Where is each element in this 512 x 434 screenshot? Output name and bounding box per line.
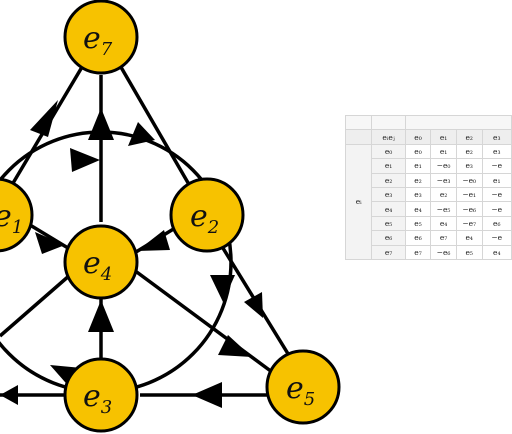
node-e2: e2 (169, 177, 245, 253)
table-cell: −e₇ (455, 215, 483, 232)
svg-text:e2: e2 (190, 199, 219, 238)
table-column-header: e₃ (481, 129, 512, 145)
table-top-pad-row (345, 115, 512, 131)
arrow-e1-e7 (30, 100, 58, 137)
table-row-header: e₀ (371, 143, 406, 160)
table-column-header: e₀ (404, 129, 432, 145)
table-cell: e₂ (430, 186, 457, 203)
table-cell: −e₅ (430, 201, 457, 217)
arrow-circle-top (70, 148, 100, 172)
table-row-header: e₇ (371, 244, 406, 260)
node-e3: e3 (63, 357, 139, 433)
arrow-e1-e4 (35, 232, 65, 254)
table-cell: e₄ (404, 201, 432, 217)
table-cell: −e (481, 201, 512, 217)
table-pad-cell (371, 115, 406, 131)
table-cell: e₇ (430, 230, 457, 246)
table-cell: e₁ (404, 158, 432, 174)
table-row-header: e₃ (371, 186, 406, 203)
edge-e7-e2 (116, 61, 200, 201)
table-cell: −e₀ (455, 172, 483, 188)
arrow-e2-e5 (244, 292, 263, 318)
arrow-e4-e7 (88, 108, 114, 140)
node-e1: e1 (0, 177, 34, 253)
table-cell: −e (481, 158, 512, 174)
table-pad-cell (345, 115, 373, 131)
table-cell: e₆ (404, 230, 432, 246)
table-pad-cell (404, 115, 512, 131)
arrow-e3-left (0, 385, 18, 405)
table-cell: e₄ (430, 215, 457, 232)
arrow-circle-right (210, 275, 235, 302)
table-row-group-label: eᵢ (345, 143, 373, 260)
table-column-header: e₂ (455, 129, 483, 145)
arrow-e3-e4 (88, 300, 114, 332)
table-row-header: e₂ (371, 172, 406, 188)
table-cell: e₃ (404, 186, 432, 203)
svg-text:e7: e7 (83, 21, 113, 60)
table-cell: −e₀ (430, 158, 457, 174)
svg-text:e5: e5 (286, 371, 315, 410)
node-e4: e4 (63, 224, 139, 300)
table-cell: −e₃ (430, 172, 457, 188)
table-cell: −e₆ (455, 201, 483, 217)
table-cell: −e₁ (455, 186, 483, 203)
node-e5: e5 (265, 349, 341, 425)
table-row-header: e₅ (371, 215, 406, 232)
table-cell: e₆ (481, 215, 512, 232)
median-e4-left (0, 273, 72, 338)
table-cell: −e (481, 230, 512, 246)
node-e7: e7 (63, 0, 139, 75)
table-header-row: eᵢeⱼ e₀ e₁ e₂ e₃ (345, 129, 512, 145)
table-cell: e₂ (404, 172, 432, 188)
arrow-e2-e4 (137, 230, 170, 251)
svg-text:e3: e3 (83, 379, 112, 418)
table-cell: e₃ (455, 158, 483, 174)
arrow-e5-e3 (192, 382, 222, 408)
svg-text:e4: e4 (83, 246, 112, 285)
table-cell: e₃ (481, 143, 512, 160)
arrow-e7-e2 (128, 122, 155, 146)
svg-text:e1: e1 (0, 199, 23, 238)
table-row-header: e₆ (371, 230, 406, 246)
table-row-header: e₄ (371, 201, 406, 217)
fano-plane-diagram: e7 e1 e2 e4 e3 e5 (0, 0, 341, 433)
table-row-header: e₁ (371, 158, 406, 174)
table-cell: e₅ (404, 215, 432, 232)
table-cell: −e (481, 186, 512, 203)
table-cell: e₁ (430, 143, 457, 160)
table-cell: −e₆ (430, 244, 457, 260)
table-cell: e₄ (455, 230, 483, 246)
table-cell: e₁ (481, 172, 512, 188)
table-cell: e₇ (404, 244, 432, 260)
table-cell: e₀ (404, 143, 432, 160)
table-cell: e₂ (455, 143, 483, 160)
table-column-header: e₁ (430, 129, 457, 145)
table-cell: e₅ (455, 244, 483, 260)
arrow-e4-e5 (218, 335, 252, 357)
table-corner-label: eᵢeⱼ (371, 129, 406, 145)
table-cell: e₄ (481, 244, 512, 260)
table-blank-header (345, 129, 373, 145)
